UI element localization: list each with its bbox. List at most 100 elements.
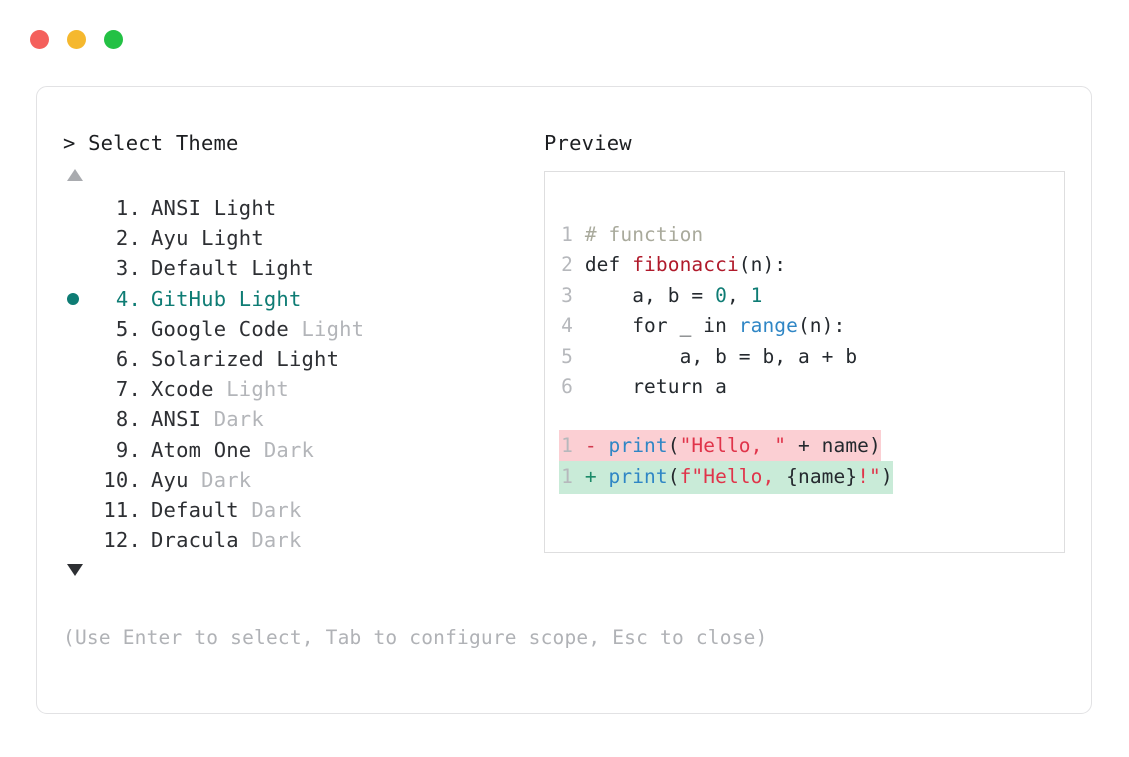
line-number: 3 (561, 283, 573, 307)
code-token-default: {name} (786, 464, 858, 488)
theme-list-item[interactable]: 5. Google Code Light (63, 314, 533, 344)
code-line: 4 for _ in range(n): (559, 311, 893, 341)
theme-item-number: 5. (103, 316, 141, 341)
code-token-default: a, b = b, a + b (584, 344, 858, 368)
window-traffic-lights (30, 30, 123, 49)
diff-marker-del: - (573, 434, 609, 458)
code-token-default: ( (667, 464, 680, 488)
scroll-up-arrow-icon[interactable] (67, 169, 83, 181)
code-token-default: return a (584, 374, 727, 398)
code-token-default: for _ in (584, 314, 739, 338)
code-token-comment: # function (584, 223, 704, 246)
theme-item-number: 8. (103, 407, 141, 432)
code-token-func: fibonacci (632, 253, 739, 277)
code-token-default: ( (667, 434, 680, 458)
theme-item-variant: Light (288, 316, 365, 341)
line-number: 4 (561, 314, 573, 338)
code-token-num: 0 (715, 283, 727, 307)
gutter-gap (573, 345, 585, 368)
code-line: 1 # function (559, 220, 893, 250)
scroll-down-arrow-icon[interactable] (67, 564, 83, 577)
code-token-string: "Hello, " (679, 434, 787, 458)
code-token-string: !" (857, 464, 881, 488)
theme-item-variant: Dark (238, 497, 302, 522)
code-line: 2 def fibonacci(n): (559, 250, 893, 280)
line-number: 5 (561, 344, 573, 368)
code-token-builtin: range (738, 314, 798, 338)
theme-item-number: 10. (103, 467, 141, 492)
code-token-default: + name) (786, 434, 881, 458)
theme-item-number: 9. (103, 437, 141, 462)
diff-line-del: 1 - print("Hello, " + name) (559, 430, 893, 464)
selected-bullet-icon (63, 284, 95, 314)
bullet-placeholder (63, 404, 95, 434)
code-line: 3 a, b = 0, 1 (559, 281, 893, 311)
gutter-gap (573, 375, 585, 398)
code-token-default: a, b = (584, 283, 716, 307)
theme-item-number: 2. (103, 226, 141, 251)
bullet-placeholder (63, 253, 95, 283)
bullet-placeholder (63, 314, 95, 344)
theme-item-name: Atom One (151, 437, 252, 462)
bullet-placeholder (63, 495, 95, 525)
theme-item-variant: Dark (188, 467, 252, 492)
theme-list-item[interactable]: 6.Solarized Light (63, 344, 533, 374)
gutter-gap (573, 223, 585, 246)
diff-marker-add: + (573, 464, 609, 488)
code-token-builtin: print (608, 434, 668, 458)
theme-list-item[interactable]: 1. ANSI Light (63, 193, 533, 223)
theme-list-item[interactable]: 3. Default Light (63, 253, 533, 283)
theme-list-item[interactable]: 7.Xcode Light (63, 374, 533, 404)
theme-item-variant: Dark (201, 407, 264, 432)
theme-item-name: Default (151, 497, 239, 522)
theme-list[interactable]: 1. ANSI Light 2. Ayu Light 3. Default Light… (63, 193, 533, 555)
code-token-default: def (584, 253, 633, 277)
code-token-default: (n): (797, 314, 846, 338)
bullet-placeholder (63, 374, 95, 404)
diff-line-number: 1 (561, 434, 573, 458)
theme-picker-dialog: > Select Theme 1. ANSI Light 2. Ayu Light … (36, 86, 1092, 714)
theme-item-name: Ayu (151, 467, 189, 492)
theme-list-item[interactable]: 9.Atom One Dark (63, 435, 533, 465)
select-theme-heading: > Select Theme (63, 131, 239, 155)
minimize-window-button[interactable] (67, 30, 86, 49)
theme-item-name: GitHub Light (151, 286, 302, 311)
theme-item-name: ANSI Light (151, 196, 277, 220)
theme-item-number: 3. (103, 256, 141, 281)
theme-item-name: Google Code (151, 316, 289, 341)
bullet-placeholder (63, 435, 95, 465)
theme-item-variant: Dark (238, 528, 302, 553)
theme-item-number: 1. (103, 196, 141, 220)
diff-line-highlight: 1 + print(f"Hello, {name}!") (559, 460, 893, 495)
diff-line-add: 1 + print(f"Hello, {name}!") (559, 460, 893, 495)
bullet-placeholder (63, 193, 95, 223)
theme-item-name: Default Light (151, 256, 315, 281)
theme-list-item[interactable]: 11.Default Dark (63, 495, 533, 525)
code-token-builtin: print (608, 464, 668, 488)
diff-line-highlight: 1 - print("Hello, " + name) (559, 430, 881, 464)
code-token-default: (n): (738, 253, 787, 277)
diff-line-number: 1 (561, 464, 573, 488)
theme-item-name: Ayu Light (151, 226, 264, 251)
theme-item-number: 7. (103, 377, 141, 402)
maximize-window-button[interactable] (104, 30, 123, 49)
theme-list-item[interactable]: 10. Ayu Dark (63, 465, 533, 495)
close-window-button[interactable] (30, 30, 49, 49)
theme-list-item[interactable]: 4.GitHub Light (63, 284, 533, 314)
code-line: 5 a, b = b, a + b (559, 342, 893, 372)
line-number: 6 (561, 374, 573, 398)
theme-item-name: ANSI (151, 407, 202, 432)
code-token-default: ) (880, 464, 893, 488)
selection-dot-icon (67, 292, 79, 305)
theme-list-item[interactable]: 2. Ayu Light (63, 223, 533, 253)
code-token-num: 1 (750, 283, 763, 307)
theme-item-name: Solarized Light (151, 346, 340, 371)
theme-list-item[interactable]: 12.Dracula Dark (63, 525, 533, 555)
gutter-gap (573, 314, 585, 337)
bullet-placeholder (63, 465, 95, 495)
theme-item-variant: Light (213, 377, 289, 402)
theme-list-item[interactable]: 8. ANSI Dark (63, 404, 533, 434)
line-number: 1 (561, 223, 573, 246)
